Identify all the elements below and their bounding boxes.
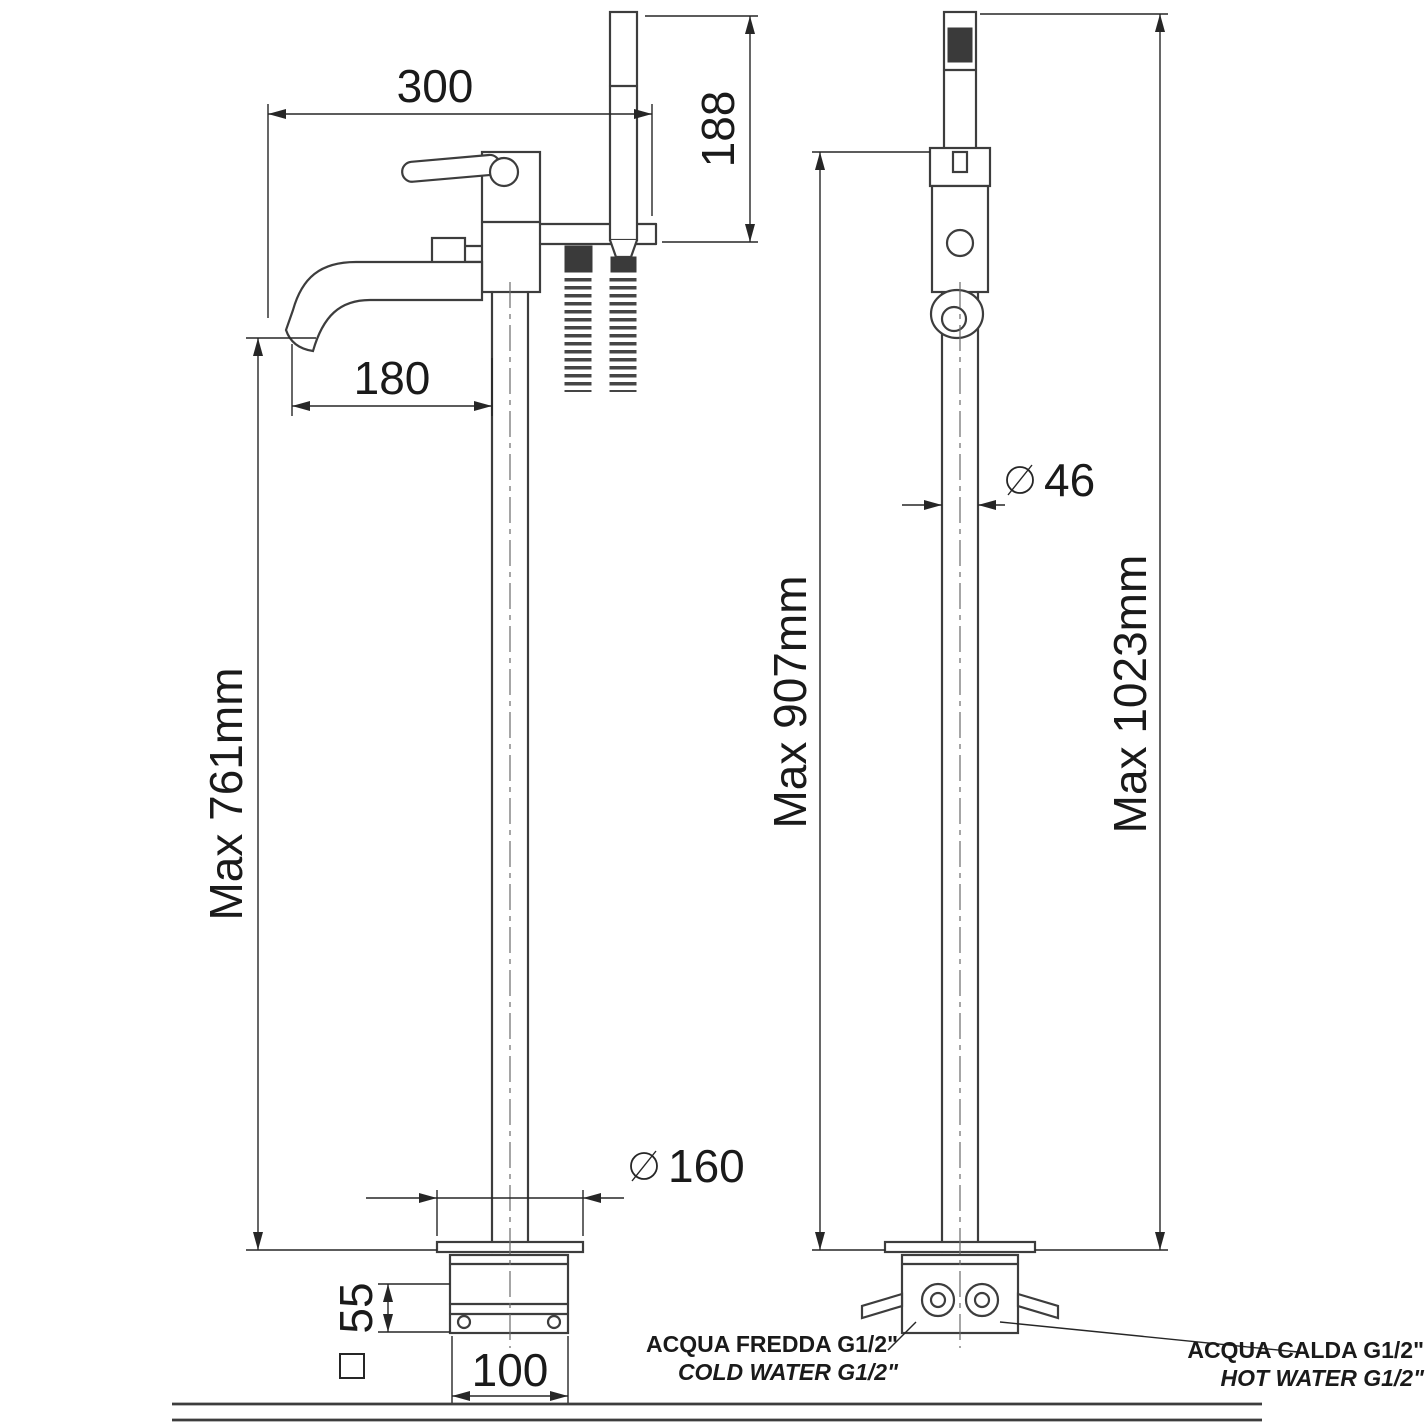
hot-water-label-it: ACQUA CALDA G1/2": [1187, 1337, 1424, 1363]
cold-water-label-en: COLD WATER G1/2": [678, 1359, 899, 1385]
mixer-body-side: [930, 184, 990, 294]
diameter-symbol: [630, 1150, 658, 1182]
dim-max-1023-label: Max 1023mm: [1104, 555, 1156, 834]
spray-face: [947, 27, 973, 63]
hose-nut: [610, 256, 637, 273]
dim-max-907: Max 907mm: [764, 151, 930, 1251]
dim-max-1023: Max 1023mm: [980, 13, 1168, 1251]
rough-in-box-front: [448, 1253, 570, 1335]
dim-55-label: 55: [330, 1282, 382, 1333]
dim-188-label: 188: [692, 91, 744, 168]
connection-labels: ACQUA FREDDA G1/2" COLD WATER G1/2" ACQU…: [646, 1331, 1425, 1391]
cold-water-label-it: ACQUA FREDDA G1/2": [646, 1331, 898, 1357]
spout-side: [929, 288, 985, 340]
dim-180-label: 180: [354, 352, 431, 404]
hose-elbow-fitting: [564, 245, 593, 273]
shower-hoses: [564, 245, 637, 392]
dim-160-label: 160: [668, 1140, 745, 1192]
spout-outlet: [940, 305, 968, 333]
column-side: [940, 290, 980, 1254]
hot-water-connection: [964, 1282, 1000, 1318]
screw-left: [456, 1314, 472, 1330]
dim-max-907-label: Max 907mm: [764, 575, 816, 828]
knob-end-view: [945, 228, 975, 258]
spout: [284, 260, 484, 353]
handle-lever: [401, 153, 520, 188]
front-view: [284, 10, 658, 1348]
dim-diameter-46: 46: [902, 454, 1095, 510]
shower-holder-side: [928, 146, 992, 188]
dim-300: 300: [267, 60, 653, 318]
dim-300-label: 300: [397, 60, 474, 112]
shower-holder-arm: [538, 222, 658, 246]
dim-188: 188: [645, 15, 758, 243]
hand-shower-front: [608, 10, 639, 273]
mounting-tab-right: [1016, 1292, 1060, 1320]
dim-100-label: 100: [472, 1344, 549, 1396]
dim-max-761-label: Max 761mm: [200, 667, 252, 920]
dim-max-761: Max 761mm: [200, 337, 437, 1251]
square-section-symbol: [339, 1353, 365, 1379]
side-view: [860, 10, 1299, 1353]
column-front: [490, 290, 530, 1254]
dim-46-label: 46: [1044, 454, 1095, 506]
floor-line: [172, 1402, 1262, 1422]
connection-leader-lines: [887, 1321, 1299, 1353]
dim-diameter-160: 160: [366, 1140, 745, 1236]
dim-100: 100: [451, 1336, 569, 1404]
dim-55: 55: [330, 1282, 450, 1379]
hot-water-label-en: HOT WATER G1/2": [1221, 1365, 1426, 1391]
mounting-tab-left: [860, 1292, 904, 1320]
cold-water-connection: [920, 1282, 956, 1318]
screw-right: [546, 1314, 562, 1330]
diameter-symbol: [1006, 464, 1034, 496]
dim-180: 180: [291, 344, 493, 416]
hand-shower-side: [942, 10, 978, 152]
